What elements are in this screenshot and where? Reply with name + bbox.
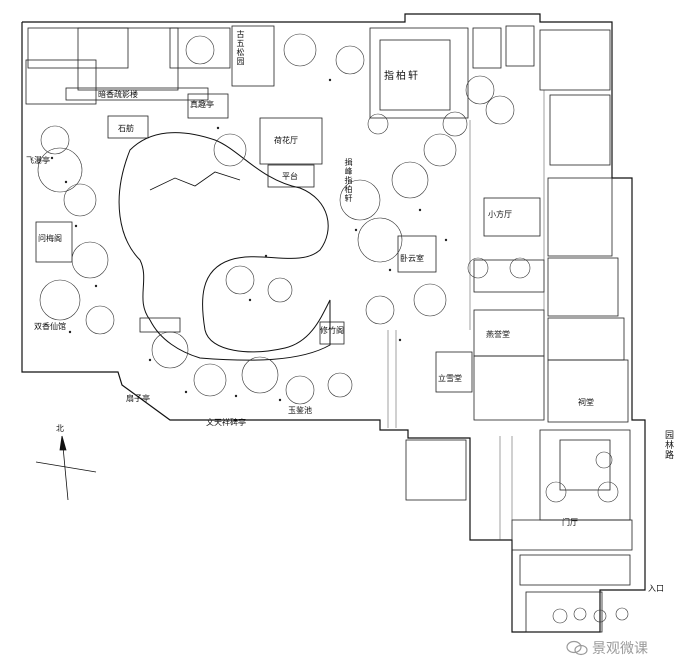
label-zhishan: 指柏轩 bbox=[384, 71, 420, 82]
label-ruyi: 修竹阁 bbox=[320, 326, 344, 335]
label-lanyang: 揖峰指柏轩 bbox=[344, 158, 353, 203]
label-wenmei: 问梅阁 bbox=[38, 234, 62, 243]
label-xiangzi: 扇子亭 bbox=[126, 394, 150, 403]
north-buildings bbox=[25, 25, 611, 188]
label-north: 北 bbox=[56, 424, 64, 433]
label-sanyin: 双香仙馆 bbox=[34, 322, 66, 331]
central-pond bbox=[118, 132, 331, 361]
label-yanyu: 燕誉堂 bbox=[486, 330, 510, 339]
watermark: 景观微课 bbox=[566, 638, 648, 658]
rockery-dots bbox=[50, 78, 448, 402]
rockery-texture bbox=[37, 33, 629, 624]
label-lixue: 立雪堂 bbox=[438, 374, 462, 383]
zigzag-bridge bbox=[149, 171, 241, 191]
label-wentian: 文天祥碑亭 bbox=[206, 418, 246, 427]
label-gufu: 古五松园 bbox=[236, 30, 245, 66]
paths bbox=[387, 90, 545, 540]
label-yuzan: 玉鉴池 bbox=[288, 406, 312, 415]
label-shifang: 石舫 bbox=[118, 124, 134, 133]
label-hehua: 荷花厅 bbox=[274, 136, 298, 145]
label-menting: 门厅 bbox=[562, 518, 578, 527]
watermark-text: 景观微课 bbox=[592, 641, 648, 657]
east-buildings bbox=[35, 177, 633, 633]
outer-wall bbox=[21, 13, 646, 633]
label-pingtai: 平台 bbox=[282, 172, 298, 181]
label-entrance: 入口 bbox=[648, 584, 664, 593]
label-feipu: 飞瀑亭 bbox=[26, 156, 50, 165]
label-xiaofang: 小方厅 bbox=[488, 210, 512, 219]
label-huaxiang: 暗香疏影楼 bbox=[98, 90, 138, 99]
north-arrow-icon bbox=[35, 435, 97, 501]
label-citang: 祠堂 bbox=[578, 398, 594, 407]
chat-bubble-icon bbox=[566, 640, 588, 656]
label-wanxiao: 卧云室 bbox=[400, 254, 424, 263]
label-road: 园林路 bbox=[663, 430, 673, 460]
label-zhenqu: 真趣亭 bbox=[190, 100, 214, 109]
